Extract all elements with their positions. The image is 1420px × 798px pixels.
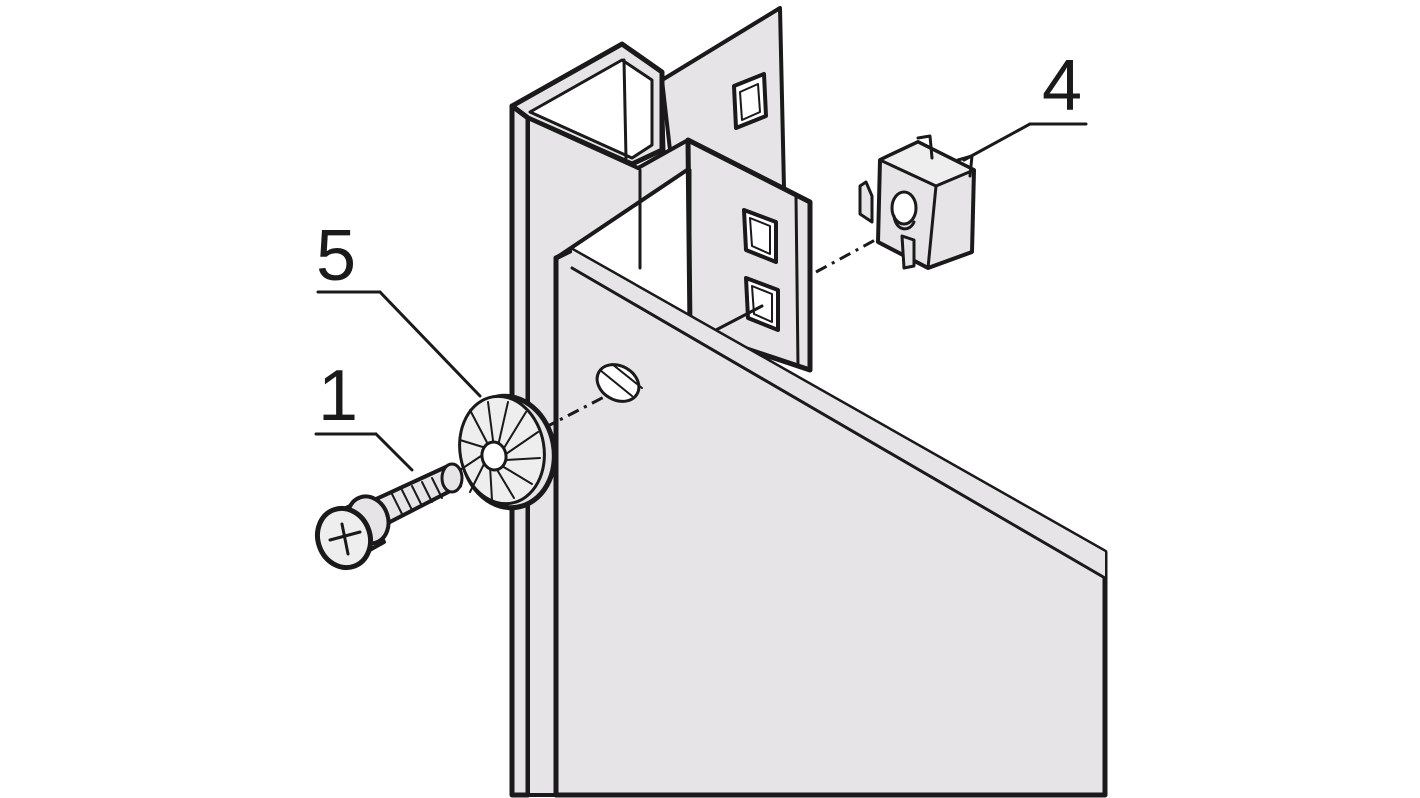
- assembly-axis-lines: [543, 230, 891, 430]
- callout-washer-label: 5: [316, 216, 356, 296]
- washer: [316, 290, 557, 511]
- panel-mounting-hole: [595, 363, 643, 403]
- callout-cage-nut-label: 4: [1042, 46, 1082, 126]
- cage-nut: [858, 122, 1088, 270]
- frame-profile: [509, 6, 813, 798]
- callout-screw-label: 1: [318, 356, 358, 436]
- panel: [553, 247, 1108, 798]
- screw: [314, 432, 464, 571]
